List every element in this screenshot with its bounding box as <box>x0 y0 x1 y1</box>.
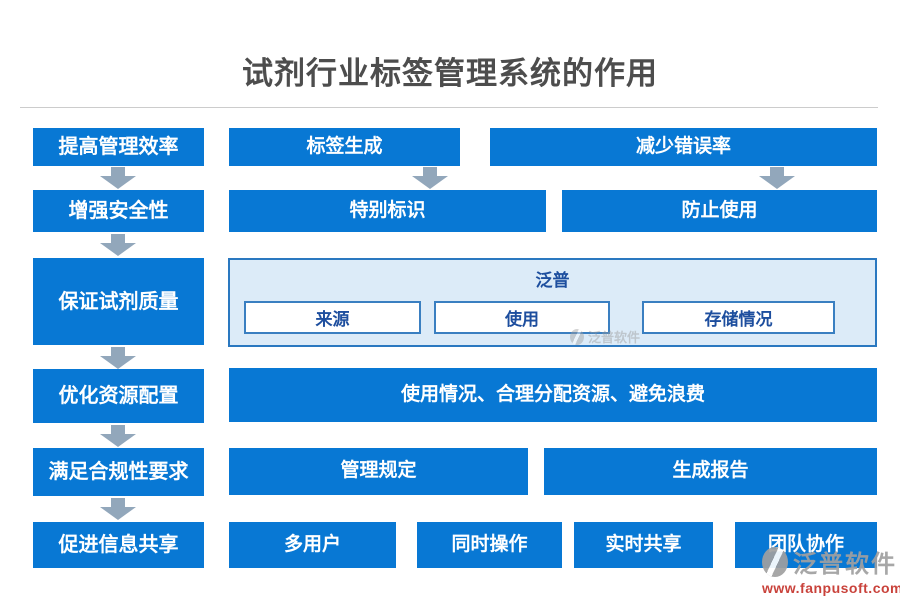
node-label-generation: 标签生成 <box>229 128 460 166</box>
title-divider <box>20 107 878 108</box>
flow-step-security: 增强安全性 <box>33 190 204 232</box>
node-team-collaboration: 团队协作 <box>735 522 877 568</box>
down-arrow-icon <box>100 498 136 520</box>
tracking-panel-title: 泛普 <box>535 271 570 290</box>
node-reduce-errors: 减少错误率 <box>490 128 877 166</box>
flow-step-quality: 保证试剂质量 <box>33 258 204 345</box>
tracking-panel: 泛普 来源 使用 存储情况 <box>228 258 877 347</box>
node-multi-user: 多用户 <box>229 522 396 568</box>
down-arrow-icon <box>412 167 448 189</box>
node-realtime-sharing: 实时共享 <box>574 522 713 568</box>
flow-step-efficiency: 提高管理效率 <box>33 128 204 166</box>
node-generate-reports: 生成报告 <box>544 448 877 495</box>
node-resource-allocation: 使用情况、合理分配资源、避免浪费 <box>229 368 877 422</box>
watermark-url: www.fanpusoft.com <box>762 580 900 596</box>
down-arrow-icon <box>100 234 136 256</box>
flow-step-compliance: 满足合规性要求 <box>33 448 204 496</box>
node-simultaneous-ops: 同时操作 <box>417 522 562 568</box>
node-management-rules: 管理规定 <box>229 448 528 495</box>
node-special-mark: 特别标识 <box>229 190 546 232</box>
page-title: 试剂行业标签管理系统的作用 <box>242 56 658 91</box>
tracking-item-source: 来源 <box>244 301 421 334</box>
down-arrow-icon <box>100 167 136 189</box>
flow-step-sharing: 促进信息共享 <box>33 522 204 568</box>
down-arrow-icon <box>100 347 136 369</box>
node-prevent-use: 防止使用 <box>562 190 877 232</box>
down-arrow-icon <box>759 167 795 189</box>
tracking-item-usage: 使用 <box>434 301 610 334</box>
flow-step-resources: 优化资源配置 <box>33 369 204 423</box>
tracking-item-storage: 存储情况 <box>642 301 835 334</box>
down-arrow-icon <box>100 425 136 447</box>
